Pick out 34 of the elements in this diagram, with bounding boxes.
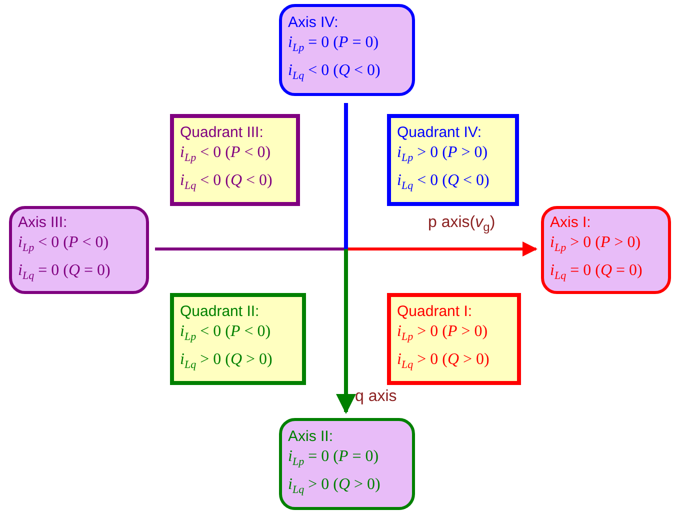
condition-formula: i$_{Lq}$ < 0 (Q < 0) — [288, 60, 382, 84]
condition-formula: i$_{Lq}$ > 0 (Q > 0) — [288, 474, 382, 498]
condition-formula: i$_{Lq}$ > 0 (Q > 0) — [180, 350, 274, 373]
condition-formula: i$_{Lp}$ < 0 (P < 0) — [180, 322, 272, 346]
condition-formula: i$_{Lp}$ > 0 (P > 0) — [550, 233, 642, 256]
condition-formula: i$_{Lq}$ < 0 (Q < 0) — [397, 170, 490, 194]
condition-formula: i$_{Lp}$ > 0 (P > 0) — [397, 322, 489, 346]
card-heading: Axis II: — [288, 427, 334, 446]
condition-formula: i$_{Lp}$ < 0 (P < 0) — [18, 233, 110, 256]
card-heading: Axis I: — [550, 213, 592, 232]
axis-card — [279, 4, 415, 96]
card-heading: Quadrant IV: — [397, 123, 482, 142]
card-heading: Axis IV: — [288, 13, 340, 32]
card-heading: Quadrant I: — [397, 302, 474, 322]
quadrant-card — [170, 114, 300, 206]
axis-label: p axis(v$_{g}$) — [428, 214, 496, 234]
card-heading: Quadrant II: — [180, 302, 260, 322]
axis-card — [279, 418, 415, 510]
condition-formula: i$_{Lq}$ = 0 (Q = 0) — [550, 260, 644, 284]
quadrant-card — [387, 114, 519, 206]
axis-card — [541, 206, 671, 294]
condition-formula: i$_{Lq}$ = 0 (Q = 0) — [18, 260, 112, 284]
card-heading: Quadrant III: — [180, 123, 264, 142]
condition-formula: i$_{Lq}$ < 0 (Q < 0) — [180, 170, 274, 194]
card-heading: Axis III: — [18, 213, 68, 232]
condition-formula: i$_{Lp}$ = 0 (P = 0) — [288, 33, 380, 56]
condition-formula: i$_{Lp}$ > 0 (P > 0) — [397, 143, 489, 166]
condition-formula: i$_{Lp}$ = 0 (P = 0) — [288, 447, 380, 470]
quadrant-card — [387, 293, 521, 385]
axis-label: q axis — [355, 388, 397, 406]
quadrant-card — [170, 293, 306, 385]
condition-formula: i$_{Lp}$ < 0 (P < 0) — [180, 143, 272, 166]
axis-card — [9, 206, 149, 294]
condition-formula: i$_{Lq}$ > 0 (Q > 0) — [397, 350, 490, 373]
